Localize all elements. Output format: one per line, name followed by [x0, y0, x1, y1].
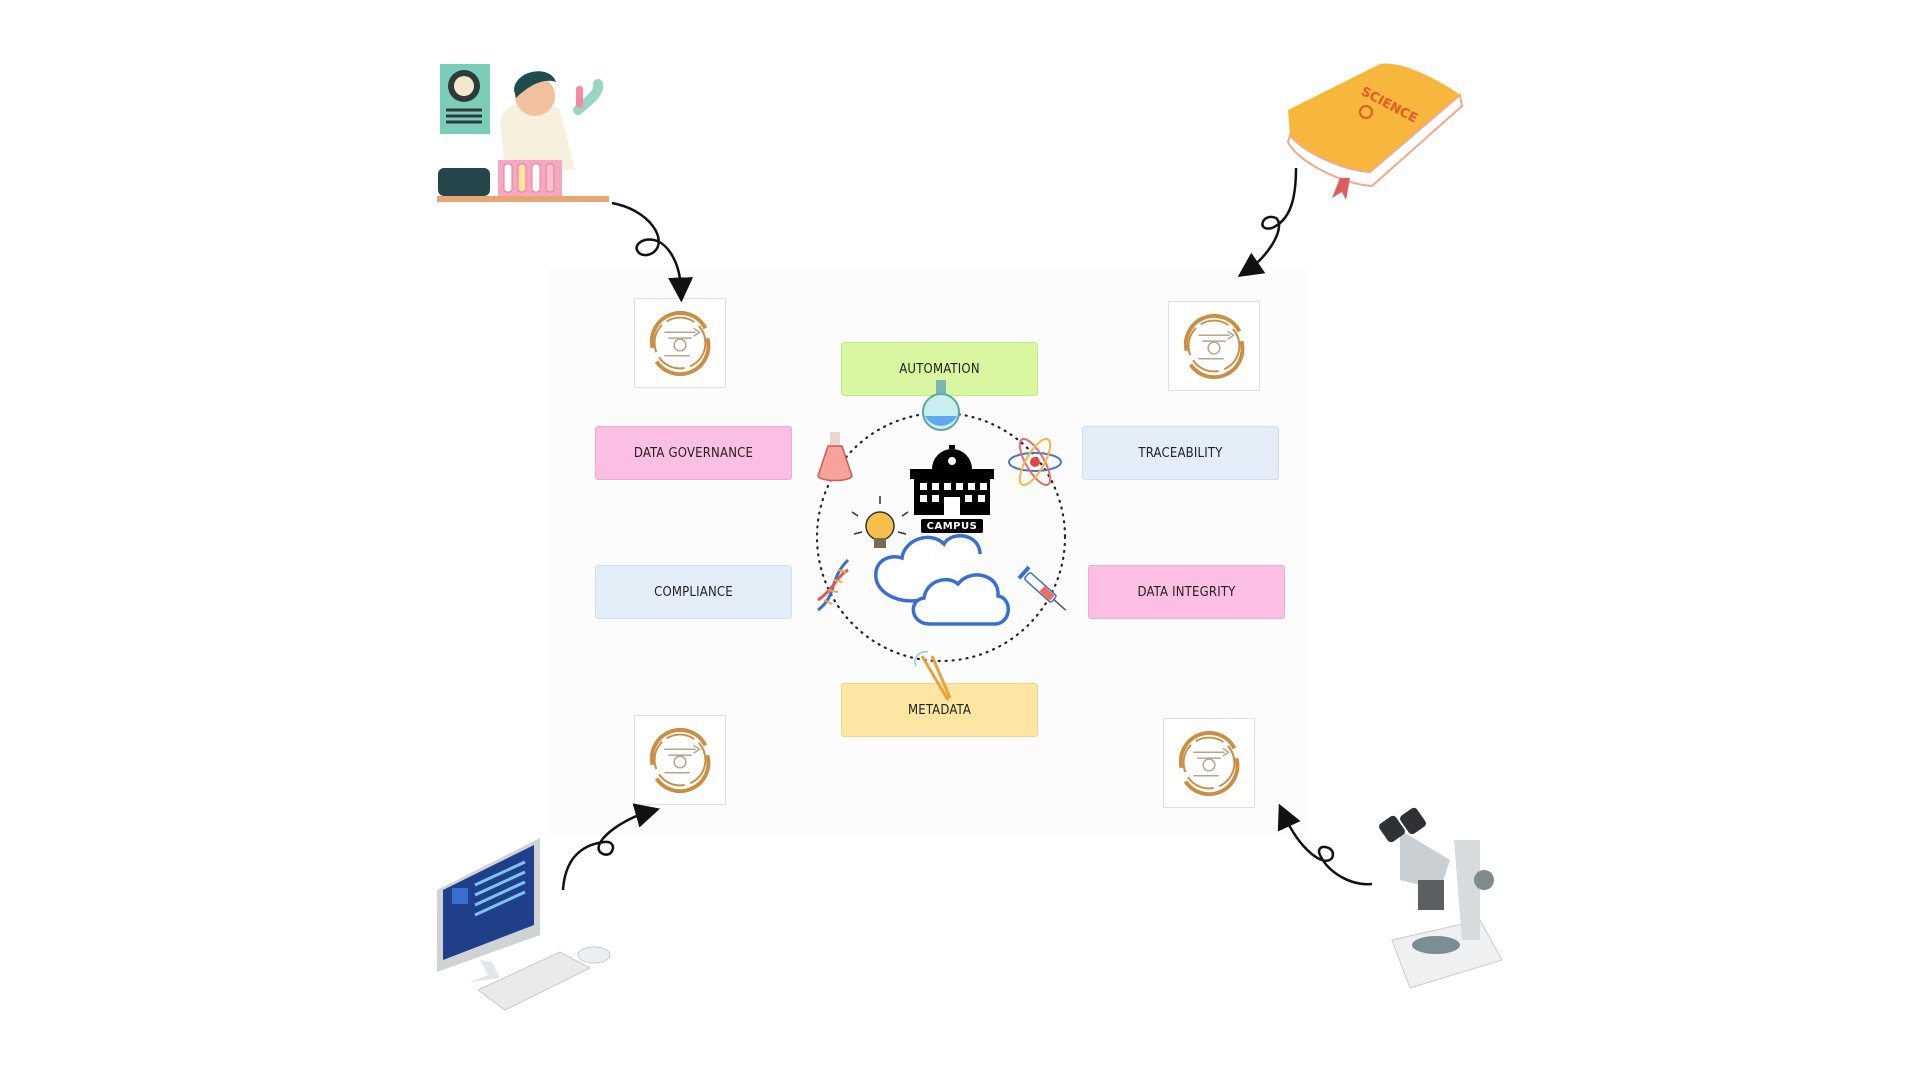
data-governance-box: DATA GOVERNANCE — [595, 426, 792, 480]
computer-illustration — [437, 838, 611, 1011]
badge-gear-icon — [634, 298, 726, 388]
campus-label: CAMPUS — [921, 519, 983, 533]
automation-label: AUTOMATION — [899, 361, 980, 377]
metadata-label: METADATA — [907, 702, 972, 718]
arrow-top-left — [611, 201, 694, 303]
compliance-label: COMPLIANCE — [654, 584, 733, 600]
traceability-box: TRACEABILITY — [1082, 426, 1279, 480]
cloud-icon — [874, 534, 1010, 626]
syringe-icon — [1017, 565, 1067, 611]
badge-gear-icon — [634, 715, 726, 805]
flask-icon — [817, 432, 853, 482]
arrow-top-right — [1237, 167, 1298, 278]
arrow-bottom-right — [1277, 803, 1373, 886]
compliance-box: COMPLIANCE — [595, 565, 792, 619]
metadata-box: METADATA — [841, 683, 1038, 737]
cycle-ring — [815, 411, 1067, 663]
arrow-bottom-left — [561, 803, 661, 891]
data-integrity-box: DATA INTEGRITY — [1088, 565, 1285, 619]
data-governance-label: DATA GOVERNANCE — [633, 445, 754, 461]
building-icon — [910, 445, 994, 515]
flask-icon — [922, 380, 960, 431]
tweezers-icon — [914, 650, 952, 701]
atom-icon — [1008, 438, 1062, 486]
badge-gear-icon — [1163, 718, 1255, 808]
scientist-illustration — [437, 64, 609, 202]
badge-gear-icon — [1168, 301, 1260, 391]
lightbulb-icon — [851, 496, 909, 548]
data-integrity-label: DATA INTEGRITY — [1137, 584, 1236, 600]
dna-icon — [817, 558, 850, 612]
traceability-label: TRACEABILITY — [1138, 445, 1223, 461]
science-book-illustration: SCIENCE — [1286, 63, 1464, 200]
microscope-illustration — [1379, 807, 1503, 989]
